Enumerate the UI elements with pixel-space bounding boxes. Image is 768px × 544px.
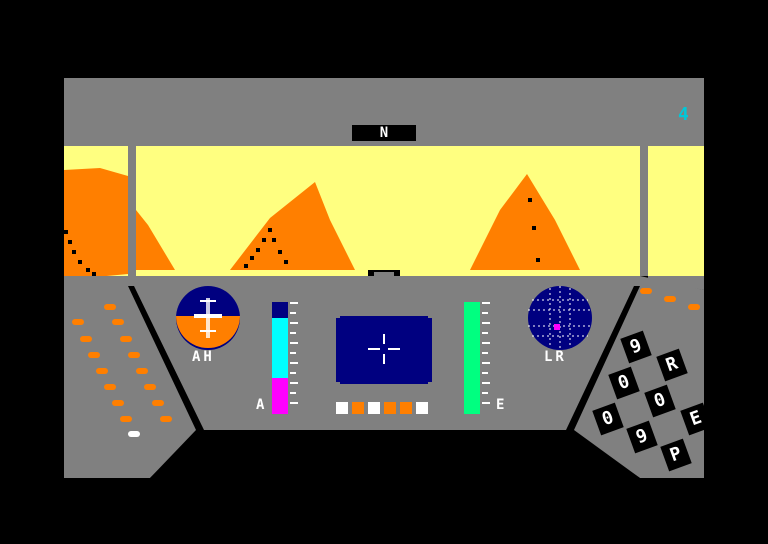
console-led xyxy=(96,368,108,374)
left-console-edge xyxy=(150,430,204,478)
left-console-divider xyxy=(128,286,204,430)
score-counter: 4 xyxy=(678,104,689,125)
window-pillar-right xyxy=(640,146,648,276)
sky xyxy=(64,146,704,276)
console-led xyxy=(112,400,124,406)
right-console-divider xyxy=(566,286,640,430)
console-led xyxy=(120,336,132,342)
console-led xyxy=(640,288,652,294)
console-led xyxy=(144,384,156,390)
radar-label: LR xyxy=(544,349,567,365)
attitude-indicator xyxy=(176,286,240,350)
console-led xyxy=(88,352,100,358)
energy-label: E xyxy=(496,397,508,413)
indicator-light xyxy=(416,402,428,414)
indicator-light xyxy=(384,402,396,414)
console-led xyxy=(80,336,92,342)
window-pillar-left xyxy=(128,146,136,276)
console-led xyxy=(152,400,164,406)
window-corner-right xyxy=(648,276,704,290)
right-console-edge xyxy=(566,430,640,478)
targeting-screen xyxy=(336,316,432,384)
attitude-indicator-label: AH xyxy=(192,349,215,365)
indicator-light xyxy=(336,402,348,414)
console-led xyxy=(112,319,124,325)
radar-scope xyxy=(528,286,592,350)
compass-heading: N xyxy=(352,125,416,141)
console-led xyxy=(664,296,676,302)
dashboard-floor xyxy=(150,430,640,478)
indicator-light xyxy=(352,402,364,414)
altitude-gauge xyxy=(272,302,298,414)
console-led xyxy=(104,384,116,390)
energy-gauge xyxy=(464,302,490,414)
indicator-light xyxy=(400,402,412,414)
console-led xyxy=(136,368,148,374)
altitude-label: A xyxy=(256,397,268,413)
console-led xyxy=(128,352,140,358)
terrain xyxy=(64,168,580,280)
console-led xyxy=(72,319,84,325)
terrain-detail xyxy=(64,198,540,276)
indicator-light xyxy=(368,402,380,414)
radar-contact xyxy=(554,324,560,330)
console-led xyxy=(160,416,172,422)
console-led xyxy=(120,416,132,422)
console-led-white xyxy=(128,431,140,437)
console-led xyxy=(688,304,700,310)
console-led xyxy=(104,304,116,310)
